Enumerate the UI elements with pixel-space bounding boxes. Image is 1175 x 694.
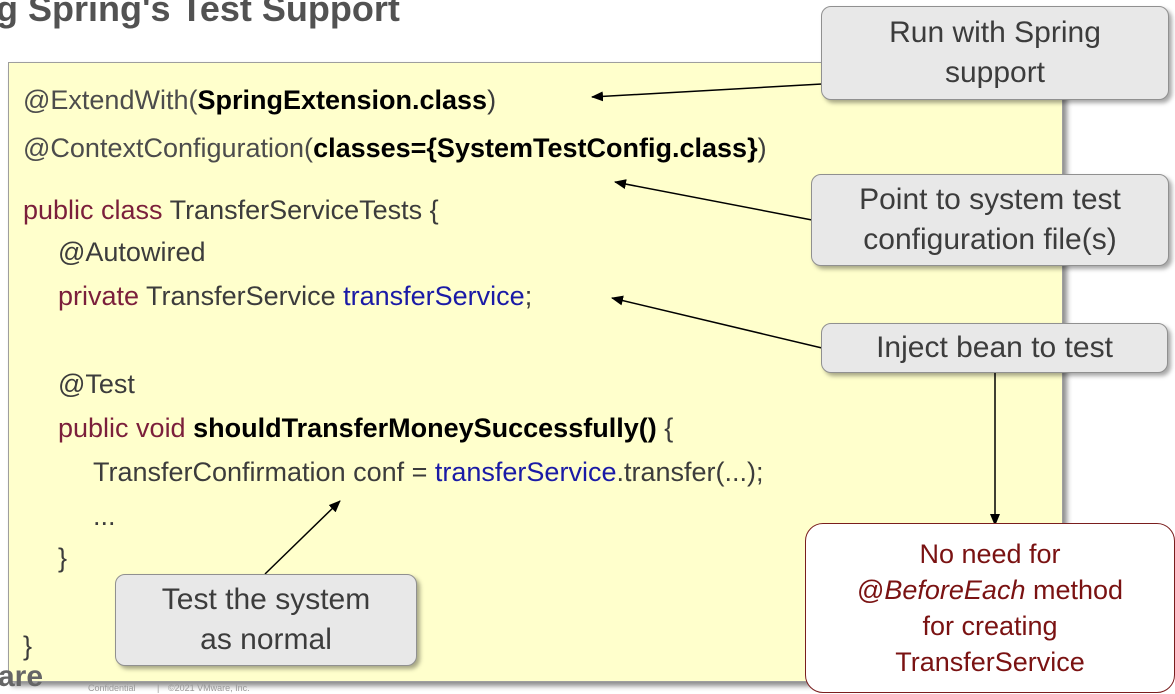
callout-no-need-beforeeach: No need for @BeforeEach method for creat… bbox=[805, 523, 1175, 693]
code-line-contextconfig: @ContextConfiguration(classes={SystemTes… bbox=[23, 133, 767, 163]
code-line-field: private TransferService transferService; bbox=[58, 281, 533, 311]
code-line-method-close: } bbox=[58, 543, 68, 573]
callout-run-with-spring: Run with Spring support bbox=[821, 6, 1169, 100]
footer-brand-logo: are bbox=[0, 660, 44, 693]
code-line-ellipsis: ... bbox=[93, 501, 116, 531]
code-line-class-decl: public class TransferServiceTests { bbox=[23, 195, 439, 225]
arrow-run bbox=[591, 83, 823, 102]
slide-title: g Spring's Test Support bbox=[0, 0, 400, 29]
code-line-autowired: @Autowired bbox=[58, 237, 206, 267]
footer-confidential: Confidential bbox=[88, 683, 136, 693]
footer-separator: | bbox=[157, 683, 160, 693]
footer-copyright: ©2021 VMware, Inc. bbox=[168, 683, 250, 693]
code-line-class-close: } bbox=[23, 631, 33, 661]
arrow-test bbox=[264, 500, 341, 575]
callout-point-to-config: Point to system test configuration file(… bbox=[811, 174, 1169, 266]
code-line-extendwith: @ExtendWith(SpringExtension.class) bbox=[23, 85, 497, 115]
arrow-point bbox=[614, 179, 813, 221]
code-line-method-decl: public void shouldTransferMoneySuccessfu… bbox=[58, 413, 674, 443]
code-line-transfer-call: TransferConfirmation conf = transferServ… bbox=[93, 457, 764, 487]
callout-test-system: Test the system as normal bbox=[115, 574, 417, 666]
callout-inject-bean: Inject bean to test bbox=[821, 323, 1168, 373]
arrow-inject bbox=[611, 295, 823, 349]
code-line-test-annotation: @Test bbox=[58, 369, 135, 399]
